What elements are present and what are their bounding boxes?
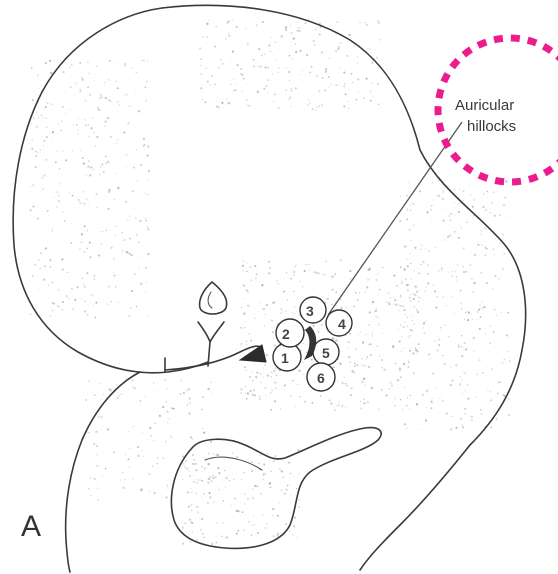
hillock-label-2: 2	[282, 326, 290, 342]
hillock-label-3: 3	[306, 303, 314, 319]
neck-outline	[66, 372, 140, 572]
nasal-pit-inner	[208, 292, 212, 308]
heart-bulge-outline	[171, 428, 381, 549]
hillock-label-1: 1	[281, 350, 289, 366]
hillock-2	[276, 319, 304, 347]
callout-leader-line	[328, 122, 462, 315]
auricular-hillocks: 1 23 45 6	[273, 297, 352, 391]
hillock-label-5: 5	[322, 345, 330, 361]
body-fold-line	[205, 457, 262, 470]
callout-label-line2: hillocks	[467, 118, 516, 135]
hillock-label-6: 6	[317, 370, 325, 386]
callout-label-line1: Auricular	[455, 97, 514, 114]
head-outline	[13, 8, 208, 373]
crown-outline	[162, 5, 526, 570]
stipple-shading	[29, 19, 510, 545]
hillock-label-4: 4	[338, 316, 346, 332]
panel-label: A	[21, 510, 41, 543]
nasal-pit	[200, 282, 227, 314]
